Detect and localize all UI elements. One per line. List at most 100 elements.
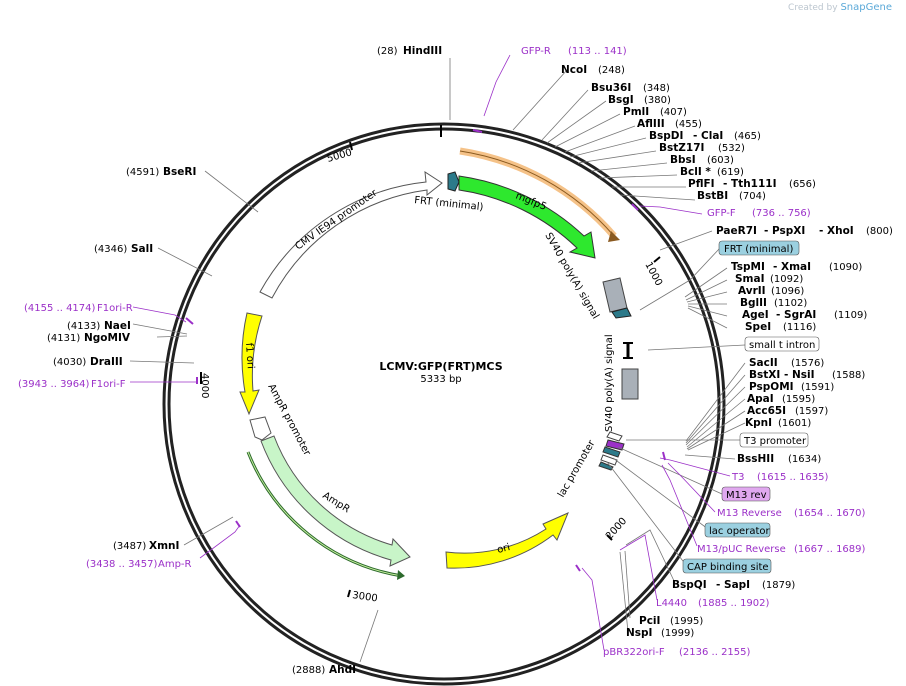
gfp-orf-arrowhead xyxy=(608,231,620,242)
tick-3000: 3000 xyxy=(352,590,379,604)
bspdi-label[interactable]: BspDI xyxy=(649,130,683,142)
avrii-label[interactable]: AvrII xyxy=(738,285,766,297)
tspmi-label[interactable]: TspMI xyxy=(731,261,765,273)
bsgi-label[interactable]: BsgI xyxy=(608,94,634,106)
gfp-f-label[interactable]: GFP-F xyxy=(707,208,736,219)
mcs-small-features xyxy=(598,431,625,471)
sv40-polya-b-label: SV40 poly(A) signal xyxy=(604,334,615,432)
sali-pos: (4346) xyxy=(94,244,127,255)
cap-binding-site-box[interactable] xyxy=(682,558,772,574)
spei-label[interactable]: SpeI xyxy=(745,321,771,333)
draiii-label[interactable]: DraIII xyxy=(90,356,123,368)
xmni-pos: (3487) xyxy=(113,541,146,552)
bsshii-label[interactable]: BssHII xyxy=(737,453,774,465)
tick-2000: 2000 xyxy=(604,516,629,542)
paer7i-pos: (800) xyxy=(866,226,893,237)
bstz17i-label[interactable]: BstZ17I xyxy=(659,142,704,154)
kpni-label[interactable]: KpnI xyxy=(745,417,772,429)
t3-promoter-box-label: T3 promoter xyxy=(743,436,807,447)
m13-reverse-label[interactable]: M13 Reverse xyxy=(717,508,782,519)
naei-label[interactable]: NaeI xyxy=(104,320,131,332)
frt-minimal-box[interactable] xyxy=(718,240,800,256)
pcii-pos: (1995) xyxy=(670,616,703,627)
amp-r-label[interactable]: Amp-R xyxy=(158,559,192,570)
t3-label[interactable]: T3 xyxy=(731,472,744,483)
f1ori-f-range: (3943 .. 3964) xyxy=(18,379,90,390)
ncoi-label[interactable]: NcoI xyxy=(561,64,587,76)
clai-label[interactable]: - ClaI xyxy=(693,130,723,142)
ncoi-pos: (248) xyxy=(598,65,625,76)
gfp-r-label[interactable]: GFP-R xyxy=(521,46,551,57)
pspxi-label[interactable]: - PspXI xyxy=(764,225,805,237)
bsu36i-label[interactable]: Bsu36I xyxy=(591,82,631,94)
ampr-feature xyxy=(260,435,411,567)
pmli-label[interactable]: PmlI xyxy=(623,106,649,118)
mgfp5-feature xyxy=(458,175,596,259)
sali-label[interactable]: SalI xyxy=(131,243,153,255)
bspdi-pos: (465) xyxy=(734,131,761,142)
m13-puc-reverse-label[interactable]: M13/pUC Reverse xyxy=(697,544,786,555)
ahdi-pos: (2888) xyxy=(292,665,325,676)
nspi-pos: (1999) xyxy=(661,628,694,639)
t3-range: (1615 .. 1635) xyxy=(757,472,829,483)
tick-1000: 1000 xyxy=(642,260,664,288)
sv40-polya-b-feature xyxy=(621,368,639,400)
pbr322ori-f-label[interactable]: pBR322ori-F xyxy=(603,647,665,658)
ampr-orf-inner xyxy=(247,451,403,577)
smai-label[interactable]: SmaI xyxy=(735,273,765,285)
lac-promoter-label: lac promoter xyxy=(556,438,598,500)
pcii-label[interactable]: PciI xyxy=(639,615,660,627)
pmli-pos: (407) xyxy=(660,107,687,118)
lac-operator-box[interactable] xyxy=(704,522,771,538)
spei-pos: (1116) xyxy=(783,322,816,333)
paer7i-label[interactable]: PaeR7I xyxy=(716,225,757,237)
naei-pos: (4133) xyxy=(67,321,100,332)
afliii-label[interactable]: AflIII xyxy=(637,118,665,130)
xmai-label[interactable]: - XmaI xyxy=(773,261,811,273)
ngomiv-label[interactable]: NgoMIV xyxy=(84,332,131,344)
bstxi-pos: (1588) xyxy=(832,370,865,381)
pflfi-pos: (656) xyxy=(789,179,816,190)
leader-lines xyxy=(129,54,746,663)
bbsi-label[interactable]: BbsI xyxy=(670,154,696,166)
bseri-label[interactable]: BseRI xyxy=(163,166,196,178)
f1ori-f-label[interactable]: F1ori-F xyxy=(91,379,126,390)
cmv-promoter-feature xyxy=(259,171,443,299)
frt-minimal-label: FRT (minimal) xyxy=(414,195,484,213)
bspqi-label[interactable]: BspQI xyxy=(672,579,707,591)
xmni-label[interactable]: XmnI xyxy=(149,540,179,552)
backbone-inner xyxy=(167,127,721,681)
nsii-label[interactable]: - NsiI xyxy=(784,369,815,381)
bglii-label[interactable]: BglII xyxy=(740,297,767,309)
f1-ori-feature xyxy=(239,312,263,416)
ahdi-label[interactable]: AhdI xyxy=(329,664,356,676)
ampr-promoter-feature xyxy=(249,416,272,441)
sgrai-label[interactable]: - SgrAI xyxy=(776,309,816,321)
f1ori-r-label[interactable]: F1ori-R xyxy=(97,303,133,314)
apai-label[interactable]: ApaI xyxy=(747,393,774,405)
bcli-label[interactable]: BclI * xyxy=(680,166,711,178)
bstxi-label[interactable]: BstXI xyxy=(749,369,780,381)
hindiii-label[interactable]: HindIII xyxy=(403,45,442,57)
small-t-intron-box[interactable] xyxy=(744,336,820,352)
sapi-label[interactable]: - SapI xyxy=(716,579,750,591)
bstbi-label[interactable]: BstBI xyxy=(697,190,728,202)
tspmi-pos: (1090) xyxy=(829,262,862,273)
nspi-label[interactable]: NspI xyxy=(626,627,652,639)
pflfi-label[interactable]: PflFI xyxy=(688,178,715,190)
l4440-range: (1885 .. 1902) xyxy=(698,598,770,609)
m13-rev-box[interactable] xyxy=(721,486,771,502)
apai-pos: (1595) xyxy=(782,394,815,405)
xhoi-label[interactable]: - XhoI xyxy=(819,225,854,237)
acc65i-label[interactable]: Acc65I xyxy=(747,405,786,417)
agei-label[interactable]: AgeI xyxy=(742,309,769,321)
sacii-label[interactable]: SacII xyxy=(749,357,778,369)
l4440-label[interactable]: L4440 xyxy=(656,598,687,609)
plasmid-length: 5333 bp xyxy=(420,374,461,385)
tick-4000: 4000 xyxy=(199,373,210,398)
tth111i-label[interactable]: - Tth111I xyxy=(723,178,777,190)
backbone-outer xyxy=(162,122,726,686)
pspomi-label[interactable]: PspOMI xyxy=(749,381,794,393)
t3-promoter-box[interactable] xyxy=(739,432,809,448)
